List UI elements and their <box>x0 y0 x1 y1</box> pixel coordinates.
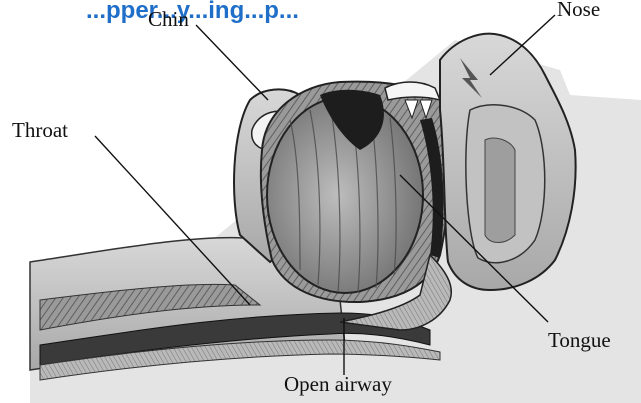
chin-leader <box>196 25 268 100</box>
label-throat: Throat <box>12 118 68 142</box>
label-open-airway: Open airway <box>284 372 392 396</box>
nasal-passage <box>485 138 515 242</box>
label-chin: Chin <box>148 7 189 31</box>
label-nose: Nose <box>557 0 600 21</box>
label-tongue: Tongue <box>548 328 611 352</box>
diagram-title: ...pper...y...ing...p... <box>86 0 299 24</box>
